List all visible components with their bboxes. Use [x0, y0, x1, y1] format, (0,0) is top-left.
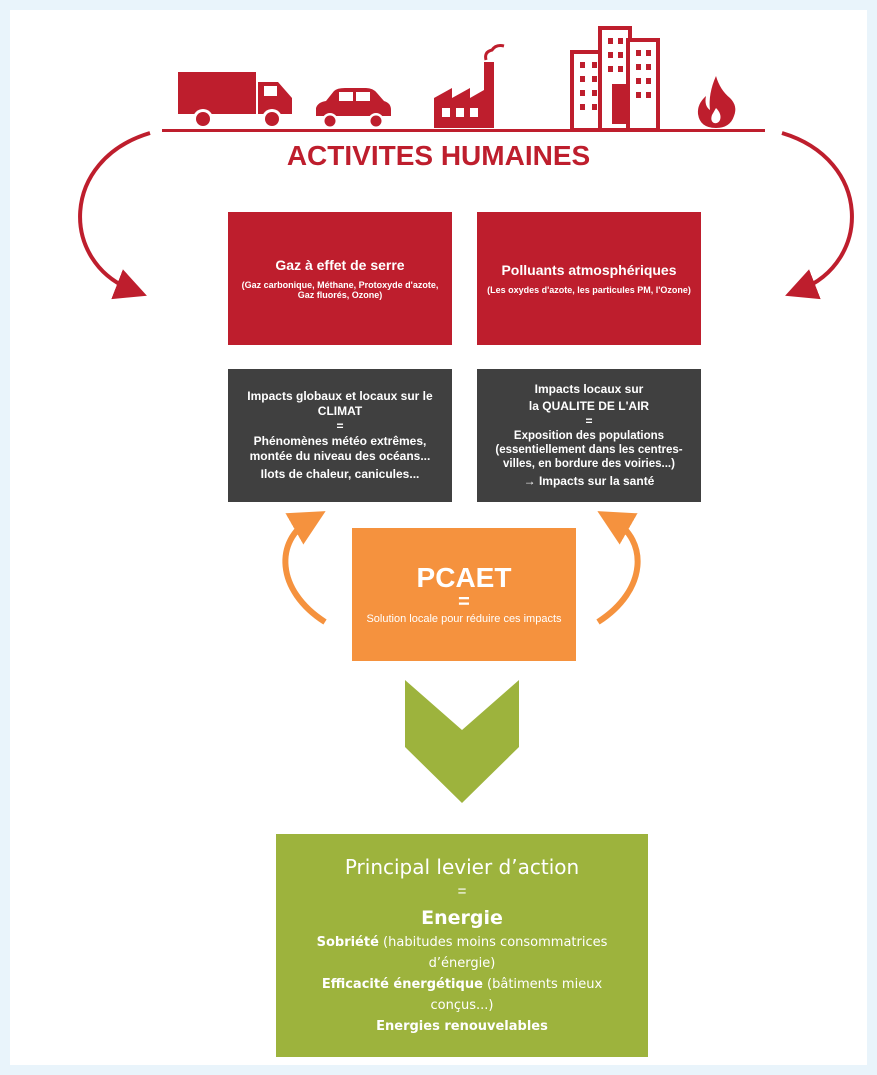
pcaet-text: Solution locale pour réduire ces impacts	[366, 613, 562, 625]
air-heading-2: la QUALITE DE L'AIR	[528, 399, 650, 413]
air-eq: =	[585, 414, 593, 428]
renouvelables-label: Energies renouvelables	[376, 1019, 548, 1034]
sobriete-text: (habitudes moins consommatrices d’énergi…	[378, 935, 608, 971]
chevron-down-icon	[405, 680, 519, 803]
ges-subtitle: (Gaz carbonique, Méthane, Protoxyde d'az…	[241, 280, 439, 300]
flame-icon	[697, 76, 736, 128]
air-health: → Impacts sur la santé	[523, 474, 655, 488]
action-renouvelables: Energies renouvelables	[376, 1016, 548, 1037]
climate-eq: =	[336, 419, 344, 433]
pollutants-subtitle: (Les oxydes d'azote, les particules PM, …	[487, 285, 691, 295]
pollutants-box: Polluants atmosphériques (Les oxydes d'a…	[477, 212, 701, 345]
right-orange-arrow	[596, 511, 641, 625]
buildings-icon	[570, 26, 660, 132]
efficacite-text: (bâtiments mieux conçus...)	[430, 977, 603, 1013]
activites-humaines-heading: ACTIVITES HUMAINES	[286, 140, 591, 171]
arrows-layer	[78, 131, 854, 625]
action-efficacite: Efficacité énergétique (bâtiments mieux …	[292, 974, 632, 1016]
pcaet-box: PCAET = Solution locale pour réduire ces…	[352, 528, 576, 661]
ges-box: Gaz à effet de serre (Gaz carbonique, Mé…	[228, 212, 452, 345]
action-box: Principal levier d’action = Energie Sobr…	[276, 834, 648, 1057]
truck-icon	[178, 72, 292, 129]
air-heading-1: Impacts locaux sur	[534, 382, 644, 396]
action-eq: =	[457, 883, 467, 900]
right-red-arrow	[781, 131, 854, 300]
left-red-arrow	[78, 131, 151, 300]
action-energie: Energie	[421, 907, 503, 929]
icons-row	[162, 26, 765, 132]
climate-heading: Impacts globaux et locaux sur le CLIMAT	[247, 389, 433, 418]
air-quality-box: Impacts locaux sur la QUALITE DE L'AIR =…	[477, 369, 701, 502]
efficacite-label: Efficacité énergétique	[321, 977, 483, 992]
climate-phenomena: Phénomènes météo extrêmes, montée du niv…	[249, 434, 431, 463]
pcaet-title: PCAET	[416, 562, 512, 593]
climate-heat: Ilots de chaleur, canicules...	[260, 467, 420, 481]
factory-icon	[434, 44, 505, 128]
action-sobriete: Sobriété (habitudes moins consommatrices…	[292, 932, 632, 974]
air-exposure: Exposition des populations (essentiellem…	[495, 430, 683, 470]
sobriete-label: Sobriété	[316, 935, 379, 950]
pcaet-eq: =	[458, 591, 470, 613]
ground-line	[162, 129, 765, 132]
ges-title: Gaz à effet de serre	[275, 257, 405, 273]
pollutants-title: Polluants atmosphériques	[501, 262, 677, 278]
action-title: Principal levier d’action	[344, 855, 580, 879]
left-orange-arrow	[282, 511, 327, 625]
car-icon	[316, 88, 391, 129]
climate-box: Impacts globaux et locaux sur le CLIMAT …	[228, 369, 452, 502]
